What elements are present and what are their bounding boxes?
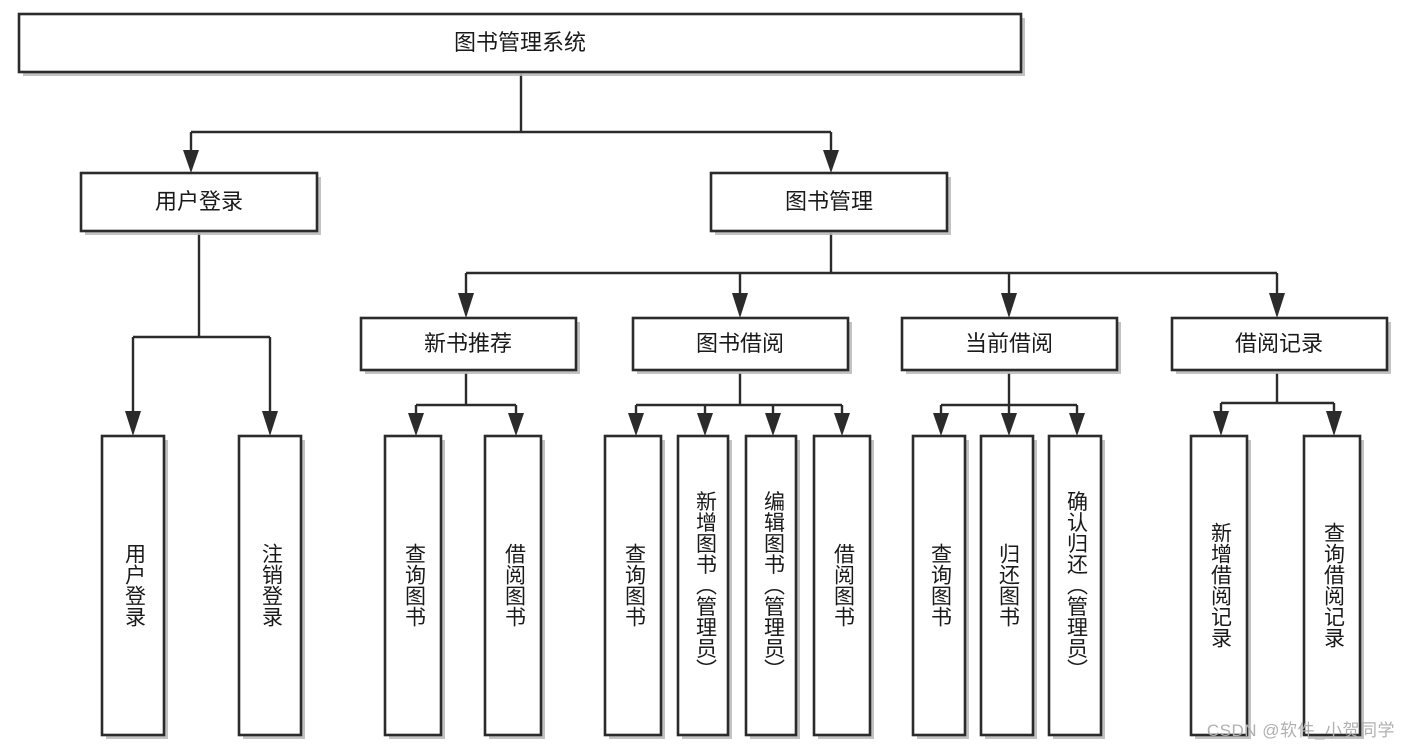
node-leaf-bookborrow-borrow[interactable]: 借阅图书 (812, 434, 874, 739)
node-user-login-rect[interactable] (79, 171, 319, 233)
arrowhead-newbook-leaf1 (408, 413, 424, 436)
node-leaf-currentborrow-return[interactable]: 归还图书 (979, 434, 1037, 739)
node-new-book-recommend-label: 新书推荐 (424, 331, 512, 356)
arrowhead-leaf-user-login (125, 411, 141, 436)
node-leaf-newbook-borrow-rect[interactable] (483, 434, 543, 737)
node-leaf-borrowrecord-add[interactable]: 新增借阅记录 (1189, 434, 1251, 739)
connector-group-userlogin-to-leaves (125, 233, 278, 436)
connector-group-bookmanage-to-level3 (458, 233, 1285, 318)
node-borrow-record[interactable]: 借阅记录 (1170, 316, 1391, 374)
arrowhead-book-borrow (732, 293, 748, 318)
node-leaf-borrowrecord-query-label: 查询借阅记录 (1321, 522, 1345, 648)
node-leaf-borrowrecord-query-rect[interactable] (1302, 434, 1362, 737)
node-leaf-currentborrow-confirm-label: 确认归还（管理员） (1064, 491, 1088, 680)
arrowhead-bookborrow-leaf2 (697, 413, 713, 436)
node-leaf-currentborrow-return-rect[interactable] (979, 434, 1035, 737)
arrowhead-bookborrow-leaf4 (834, 413, 850, 436)
node-leaf-bookborrow-borrow-label: 借阅图书 (831, 543, 855, 627)
node-leaf-newbook-borrow-label: 借阅图书 (502, 543, 526, 627)
arrowhead-new-book (458, 293, 474, 318)
node-current-borrow-label: 当前借阅 (965, 331, 1053, 356)
arrowhead-currentborrow-leaf1 (933, 413, 949, 436)
arrowhead-bookborrow-leaf1 (628, 413, 644, 436)
node-root-label: 图书管理系统 (454, 30, 586, 55)
node-book-borrow-rect[interactable] (631, 316, 850, 372)
node-leaf-user-login[interactable]: 用户登录 (100, 434, 168, 739)
node-leaf-bookborrow-add-rect[interactable] (676, 434, 730, 737)
node-leaf-currentborrow-query-label: 查询图书 (928, 543, 952, 627)
node-book-manage[interactable]: 图书管理 (709, 171, 951, 235)
node-leaf-user-login-rect[interactable] (100, 434, 166, 737)
node-leaf-bookborrow-add[interactable]: 新增图书（管理员） (676, 434, 732, 739)
arrowhead-currentborrow-leaf3 (1069, 413, 1085, 436)
node-current-borrow[interactable]: 当前借阅 (900, 316, 1121, 374)
node-leaf-logout[interactable]: 注销登录 (237, 434, 305, 739)
node-leaf-bookborrow-edit-label: 编辑图书（管理员） (761, 491, 785, 680)
node-leaf-bookborrow-edit-rect[interactable] (744, 434, 798, 737)
node-book-manage-label: 图书管理 (785, 189, 873, 214)
node-leaf-borrowrecord-query[interactable]: 查询借阅记录 (1302, 434, 1364, 739)
connector-group-currentborrow-to-leaves (933, 373, 1085, 436)
node-leaf-user-login-label: 用户登录 (122, 543, 146, 627)
node-leaf-bookborrow-edit[interactable]: 编辑图书（管理员） (744, 434, 800, 739)
node-current-borrow-rect[interactable] (900, 316, 1119, 372)
node-book-manage-rect[interactable] (709, 171, 949, 233)
arrowhead-user-login (183, 150, 199, 173)
node-leaf-newbook-query-label: 查询图书 (402, 543, 426, 627)
node-leaf-newbook-borrow[interactable]: 借阅图书 (483, 434, 545, 739)
node-root-system[interactable]: 图书管理系统 (17, 12, 1025, 76)
arrowhead-book-manage (823, 150, 839, 173)
node-leaf-logout-label: 注销登录 (259, 543, 283, 627)
node-book-borrow[interactable]: 图书借阅 (631, 316, 852, 374)
node-leaf-borrowrecord-add-rect[interactable] (1189, 434, 1249, 737)
node-borrow-record-label: 借阅记录 (1235, 331, 1323, 356)
node-new-book-recommend-rect[interactable] (359, 316, 578, 372)
node-leaf-bookborrow-query-rect[interactable] (603, 434, 663, 737)
arrowhead-borrow-record (1269, 293, 1285, 318)
connector-group-borrowrecord-to-leaves (1213, 373, 1342, 436)
connector-group-newbook-to-leaves (408, 373, 524, 436)
node-leaf-newbook-query-rect[interactable] (383, 434, 443, 737)
node-leaf-logout-rect[interactable] (237, 434, 303, 737)
node-leaf-borrowrecord-add-label: 新增借阅记录 (1208, 522, 1232, 648)
node-user-login-label: 用户登录 (155, 189, 243, 214)
node-book-borrow-label: 图书借阅 (696, 331, 784, 356)
arrowhead-borrowrecord-leaf2 (1326, 411, 1342, 436)
node-leaf-currentborrow-confirm[interactable]: 确认归还（管理员） (1047, 434, 1105, 739)
node-root-rect[interactable] (17, 12, 1023, 74)
node-leaf-currentborrow-query-rect[interactable] (911, 434, 967, 737)
node-borrow-record-rect[interactable] (1170, 316, 1389, 372)
arrowhead-currentborrow-leaf2 (1001, 413, 1017, 436)
node-leaf-currentborrow-confirm-rect[interactable] (1047, 434, 1103, 737)
arrowhead-newbook-leaf2 (508, 413, 524, 436)
node-leaf-bookborrow-query[interactable]: 查询图书 (603, 434, 665, 739)
node-leaf-bookborrow-add-label: 新增图书（管理员） (693, 491, 717, 680)
node-new-book-recommend[interactable]: 新书推荐 (359, 316, 580, 374)
connector-group-root-to-level2 (183, 74, 839, 173)
node-leaf-currentborrow-return-label: 归还图书 (996, 543, 1020, 627)
arrowhead-current-borrow (1001, 293, 1017, 318)
node-leaf-bookborrow-query-label: 查询图书 (622, 543, 646, 627)
arrowhead-leaf-logout (262, 411, 278, 436)
node-leaf-bookborrow-borrow-rect[interactable] (812, 434, 872, 737)
node-leaf-newbook-query[interactable]: 查询图书 (383, 434, 445, 739)
arrowhead-borrowrecord-leaf1 (1213, 411, 1229, 436)
connector-group-bookborrow-to-leaves (628, 373, 850, 436)
arrowhead-bookborrow-leaf3 (765, 413, 781, 436)
node-user-login[interactable]: 用户登录 (79, 171, 321, 235)
node-leaf-currentborrow-query[interactable]: 查询图书 (911, 434, 969, 739)
